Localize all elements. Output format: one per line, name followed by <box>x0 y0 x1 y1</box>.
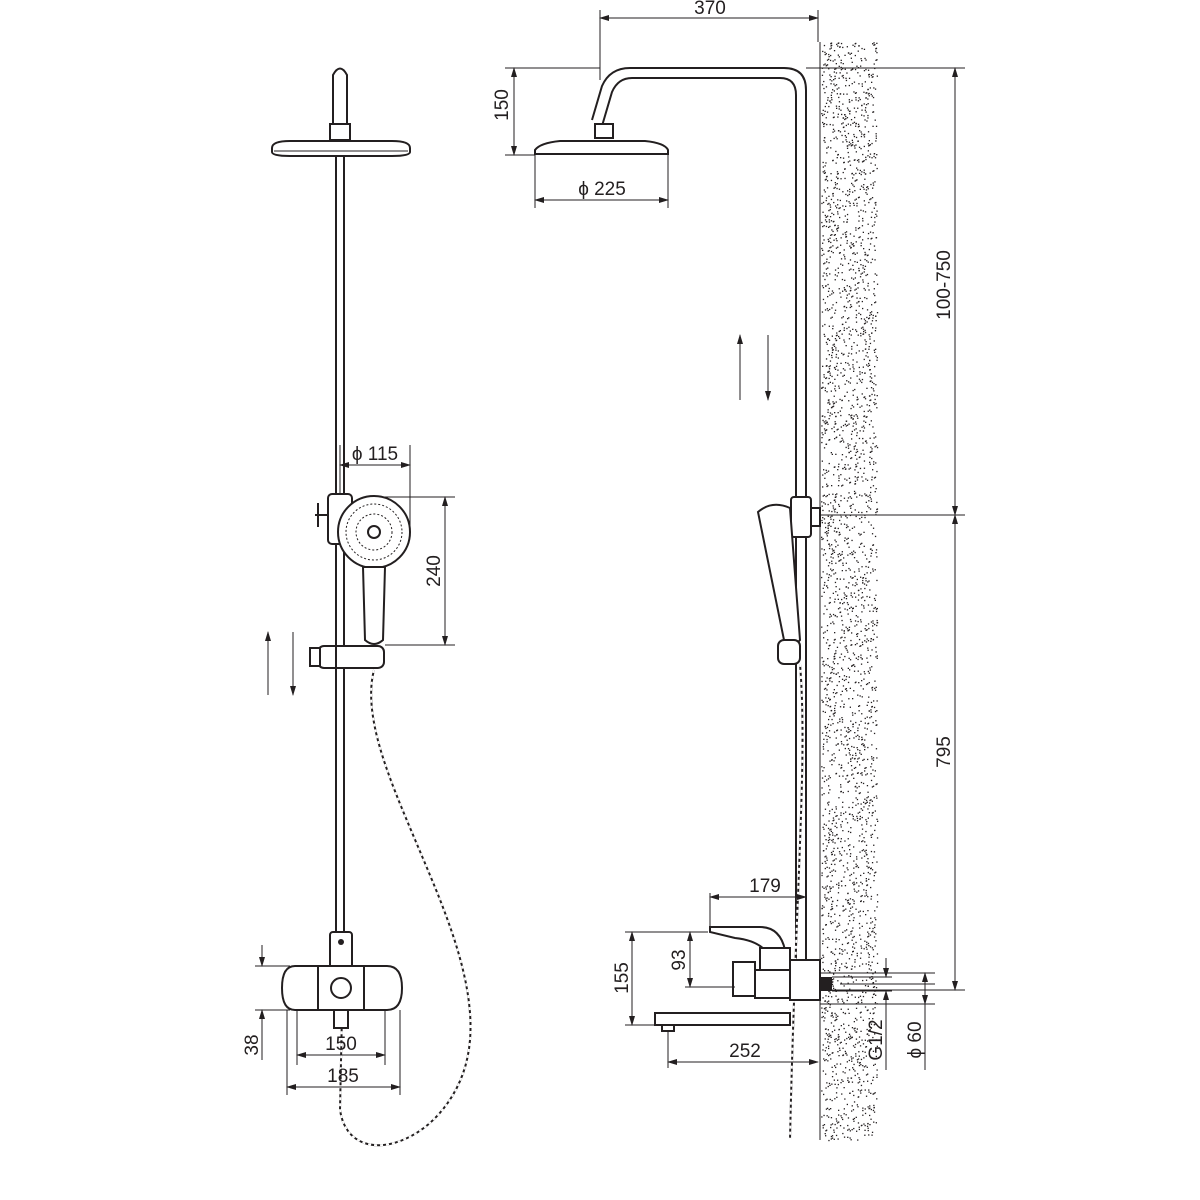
dim-label: 93 <box>669 949 690 970</box>
dim-mixer-width: 185 <box>286 1010 401 1095</box>
dim-label: ϕ 115 <box>352 444 398 465</box>
dim-label: 150 <box>492 89 513 121</box>
overhead-shower-side <box>534 140 669 155</box>
dim-lever-height: 93 <box>625 931 735 988</box>
dim-mixer-height: 38 <box>242 945 290 1060</box>
move-arrows-side <box>737 334 771 401</box>
wall-section <box>819 42 879 1142</box>
dim-label: 370 <box>694 0 726 19</box>
mixer-side <box>654 926 832 1032</box>
dim-label: 38 <box>242 1034 263 1055</box>
dim-label: G1/2 <box>866 1019 887 1060</box>
dim-label: 100-750 <box>934 250 955 320</box>
dim-lever-projection: 179 <box>709 876 807 927</box>
dim-label: 179 <box>749 876 781 897</box>
dim-connection-thread: G1/2 <box>832 958 892 1070</box>
hand-shower-front <box>309 495 411 669</box>
shower-rail-side <box>591 67 821 1000</box>
dim-hand-shower-height: 240 <box>380 496 455 646</box>
dim-head-diameter: ϕ 225 <box>534 155 669 208</box>
dim-label: ϕ 60 <box>905 1021 926 1058</box>
dim-label: 185 <box>327 1066 359 1087</box>
hand-shower-side <box>756 503 802 665</box>
hose-front <box>338 669 472 1147</box>
dim-head-height: 150 <box>492 67 600 156</box>
dim-rail-height: 795 <box>832 514 965 991</box>
dim-label: 155 <box>612 962 633 994</box>
dim-adjustable-range: 100-750 <box>806 67 965 516</box>
dim-mixer-height-side: 155 <box>612 931 660 1026</box>
dim-hand-shower-diameter: ϕ 115 <box>339 444 411 530</box>
overhead-shower-front <box>271 67 411 157</box>
dim-label: 252 <box>729 1041 761 1062</box>
dim-label: 240 <box>424 555 445 587</box>
dim-escutcheon-diameter: ϕ 60 <box>820 972 935 1070</box>
side-view: 370 150 ϕ 225 100-750 795 179 <box>492 0 965 1141</box>
front-view: ϕ 115 240 38 150 185 <box>242 67 472 1147</box>
dim-label: 150 <box>325 1034 357 1055</box>
mixer-front <box>280 931 404 1029</box>
dim-spout-projection: 252 <box>667 1031 819 1068</box>
dim-label: 795 <box>934 736 955 768</box>
move-arrows-front <box>265 631 296 696</box>
dim-label: ϕ 225 <box>578 179 626 200</box>
dim-mixer-centers: 150 <box>296 1010 386 1065</box>
